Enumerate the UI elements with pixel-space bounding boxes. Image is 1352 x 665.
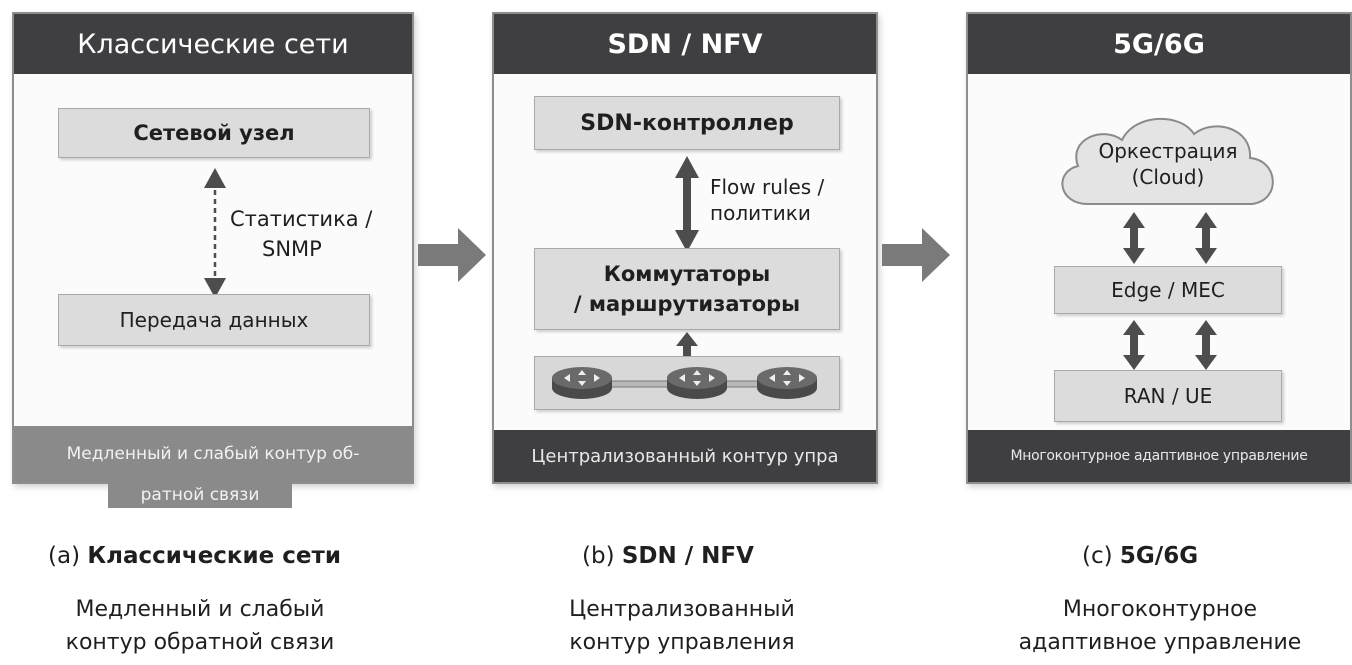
caption-letter: (b) bbox=[582, 543, 615, 569]
sdn-controller-box: SDN-контроллер bbox=[534, 96, 840, 150]
ran-ue-box: RAN / UE bbox=[1054, 370, 1282, 422]
switches-line2: / маршрутизаторы bbox=[573, 292, 801, 316]
edge-mec-box: Edge / MEC bbox=[1054, 266, 1282, 314]
caption-a-title: (a) Классические сети bbox=[48, 543, 341, 569]
switches-line1: Коммутаторы bbox=[603, 262, 771, 286]
panel-classic: Классические сети Сетевой узел Статистик… bbox=[12, 12, 414, 484]
network-node-box: Сетевой узел bbox=[58, 108, 370, 158]
link-label-line1: Статистика / bbox=[230, 207, 373, 231]
double-arrow bbox=[1123, 212, 1145, 264]
footer-text: Многоконтурное адаптивное управление bbox=[1010, 448, 1308, 464]
caption-desc-line1: Централизованный bbox=[569, 597, 795, 622]
double-arrow bbox=[1195, 212, 1217, 264]
caption-desc-line1: Медленный и слабый bbox=[75, 597, 325, 622]
footer-text: Централизованный контур упра bbox=[531, 445, 839, 467]
caption-desc-line2: адаптивное управление bbox=[1018, 630, 1302, 655]
panel-footer: Медленный и слабый контур об- bbox=[14, 426, 412, 482]
footer-text-line2: ратной связи bbox=[140, 485, 260, 505]
caption-letter: (c) bbox=[1082, 543, 1113, 569]
caption-desc-line2: контур обратной связи bbox=[65, 630, 335, 655]
router-icon bbox=[667, 367, 727, 399]
link-label-line2: SNMP bbox=[262, 237, 322, 261]
panel-footer: Многоконтурное адаптивное управление bbox=[968, 430, 1350, 482]
cloud-label-line1: Оркестрация bbox=[1098, 139, 1238, 163]
double-arrow bbox=[1195, 320, 1217, 370]
caption-title: SDN / NFV bbox=[621, 543, 754, 569]
cloud-label-line2: (Cloud) bbox=[1131, 165, 1205, 189]
caption-desc-line2: контур управления bbox=[569, 630, 795, 655]
footer-text-line1: Медленный и слабый контур об- bbox=[66, 444, 360, 464]
caption-desc-line1: Многоконтурное bbox=[1062, 597, 1258, 622]
flow-arrow-icon bbox=[418, 228, 486, 282]
panel-title: 5G/6G bbox=[968, 14, 1350, 74]
router-icon bbox=[552, 367, 612, 399]
panel-title: SDN / NFV bbox=[494, 14, 876, 74]
flow-rules-label-line1: Flow rules / bbox=[710, 175, 825, 199]
panel-sdn: SDN / NFV SDN-контроллер Flow rules / по… bbox=[492, 12, 878, 484]
caption-b-title: (b) SDN / NFV bbox=[582, 543, 754, 569]
caption-title: 5G/6G bbox=[1119, 543, 1199, 569]
up-arrow bbox=[676, 332, 698, 358]
double-arrow bbox=[1123, 320, 1145, 370]
footer-tab: ратной связи bbox=[108, 482, 292, 508]
cloud-icon bbox=[1061, 117, 1274, 205]
caption-c-title: (c) 5G/6G bbox=[1082, 543, 1198, 569]
router-icon bbox=[757, 367, 817, 399]
flow-rules-label-line2: политики bbox=[710, 201, 811, 225]
double-arrow bbox=[675, 156, 699, 252]
caption-title: Классические сети bbox=[87, 543, 341, 569]
data-transfer-box: Передача данных bbox=[58, 294, 370, 346]
switches-routers-box: Коммутаторы / маршрутизаторы bbox=[534, 248, 840, 330]
flow-arrow-icon bbox=[882, 228, 950, 282]
panel-title: Классические сети bbox=[14, 14, 412, 74]
panel-5g6g: 5G/6G Оркестрация (Cloud) Edge / MEC RAN… bbox=[966, 12, 1352, 484]
caption-b-desc: Централизованный контур управления bbox=[512, 593, 852, 659]
panel-footer: Централизованный контур упра bbox=[494, 430, 876, 482]
dashed-double-arrow bbox=[204, 168, 226, 298]
caption-letter: (a) bbox=[48, 543, 81, 569]
caption-a-desc: Медленный и слабый контур обратной связи bbox=[30, 593, 370, 659]
router-row bbox=[552, 367, 817, 399]
caption-c-desc: Многоконтурное адаптивное управление bbox=[990, 593, 1330, 659]
